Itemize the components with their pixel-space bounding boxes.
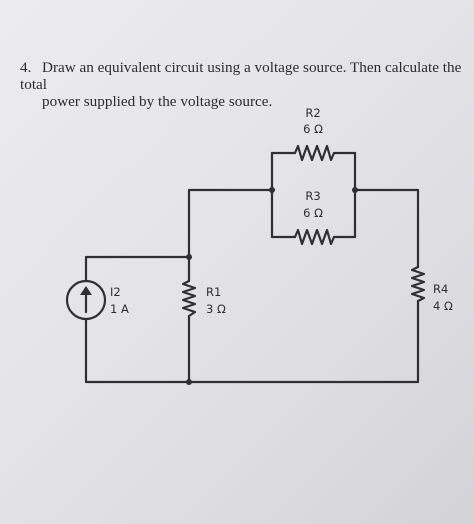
- junction-dot-left: [269, 187, 275, 193]
- i2-name-label: I2: [110, 285, 121, 299]
- arrow-up-icon: [80, 286, 92, 295]
- r2-value-label: 6 Ω: [303, 122, 323, 136]
- r4-value-label: 4 Ω: [433, 299, 453, 313]
- junction-dot-bottom: [186, 379, 192, 385]
- r1-name-label: R1: [206, 285, 221, 299]
- wire-left-top: [84, 255, 191, 283]
- wire-mid-vertical: [187, 188, 274, 283]
- r3-name-label: R3: [305, 189, 320, 203]
- question-line-1: Draw an equivalent circuit using a volta…: [20, 59, 462, 93]
- r2-name-label: R2: [305, 106, 320, 120]
- i2-value-label: 1 A: [110, 302, 129, 316]
- junction-dot-right: [352, 187, 358, 193]
- wire-left-bottom: [84, 299, 420, 384]
- r4-name-label: R4: [433, 282, 448, 296]
- circuit-wires: [84, 151, 420, 384]
- r1-value-label: 3 Ω: [206, 302, 226, 316]
- resistor-r2: [293, 144, 336, 162]
- resistor-r4: [410, 265, 426, 303]
- resistor-r3: [293, 228, 336, 246]
- current-source-i2: [65, 279, 107, 321]
- junction-dot-top: [186, 254, 192, 260]
- question-line-2: power supplied by the voltage source.: [42, 93, 273, 110]
- question-number: 4.: [20, 59, 32, 76]
- resistor-r1: [181, 279, 197, 318]
- question-text: 4.Draw an equivalent circuit using a vol…: [20, 59, 465, 110]
- wire-right-top: [353, 188, 420, 269]
- r3-value-label: 6 Ω: [303, 206, 323, 220]
